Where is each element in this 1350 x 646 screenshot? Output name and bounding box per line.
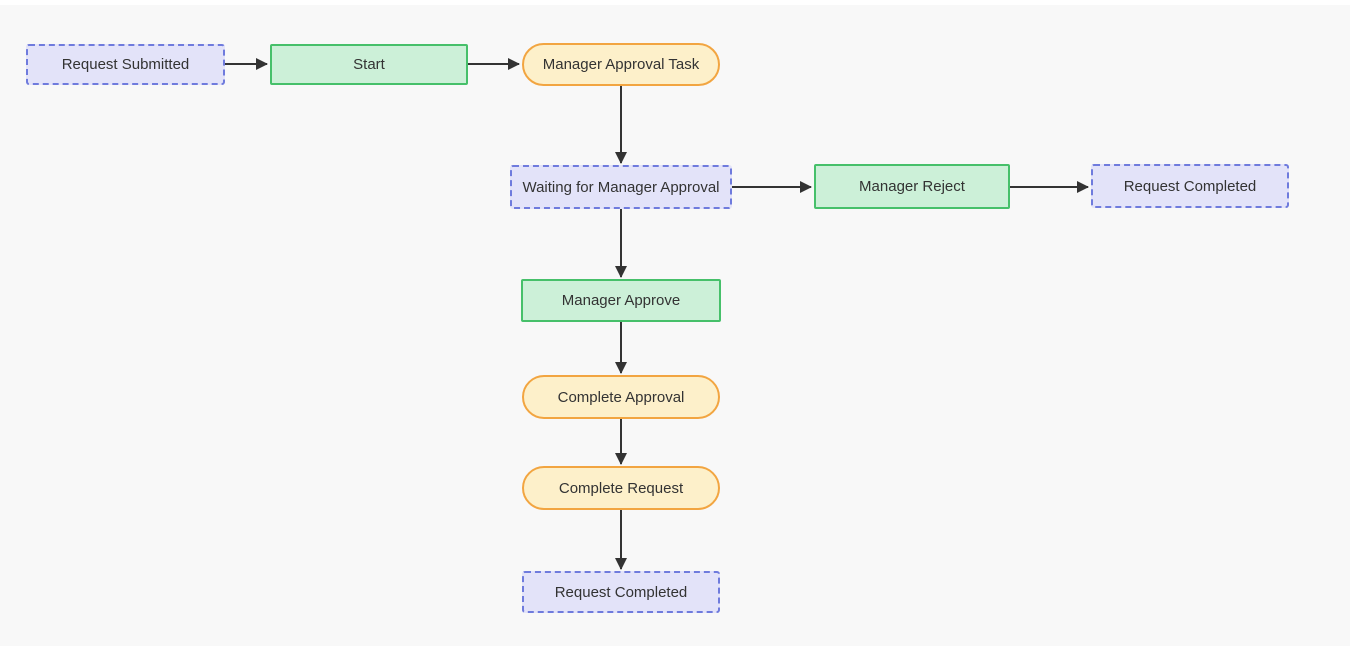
node-complete-approval[interactable]: Complete Approval: [522, 375, 720, 419]
node-request-submitted[interactable]: Request Submitted: [26, 44, 225, 85]
node-manager-approval-task[interactable]: Manager Approval Task: [522, 43, 720, 86]
node-start[interactable]: Start: [270, 44, 468, 85]
node-complete-request[interactable]: Complete Request: [522, 466, 720, 510]
node-waiting-for-manager-approval[interactable]: Waiting for Manager Approval: [510, 165, 732, 209]
node-request-completed-right[interactable]: Request Completed: [1091, 164, 1289, 208]
node-label: Complete Request: [558, 479, 684, 497]
window-top-strip: [0, 0, 1350, 5]
node-label: Start: [353, 56, 385, 73]
node-label: Manager Reject: [859, 178, 965, 195]
node-manager-approve[interactable]: Manager Approve: [521, 279, 721, 322]
node-label: Waiting for Manager Approval: [522, 178, 720, 196]
node-label: Request Completed: [1123, 177, 1257, 195]
node-request-completed-bottom[interactable]: Request Completed: [522, 571, 720, 613]
node-label: Manager Approve: [561, 292, 681, 309]
node-label: Request Completed: [554, 583, 688, 601]
node-label: Manager Approval Task: [542, 56, 700, 73]
node-manager-reject[interactable]: Manager Reject: [814, 164, 1010, 209]
node-label: Complete Approval: [557, 388, 685, 406]
node-label: Request Submitted: [61, 56, 190, 73]
